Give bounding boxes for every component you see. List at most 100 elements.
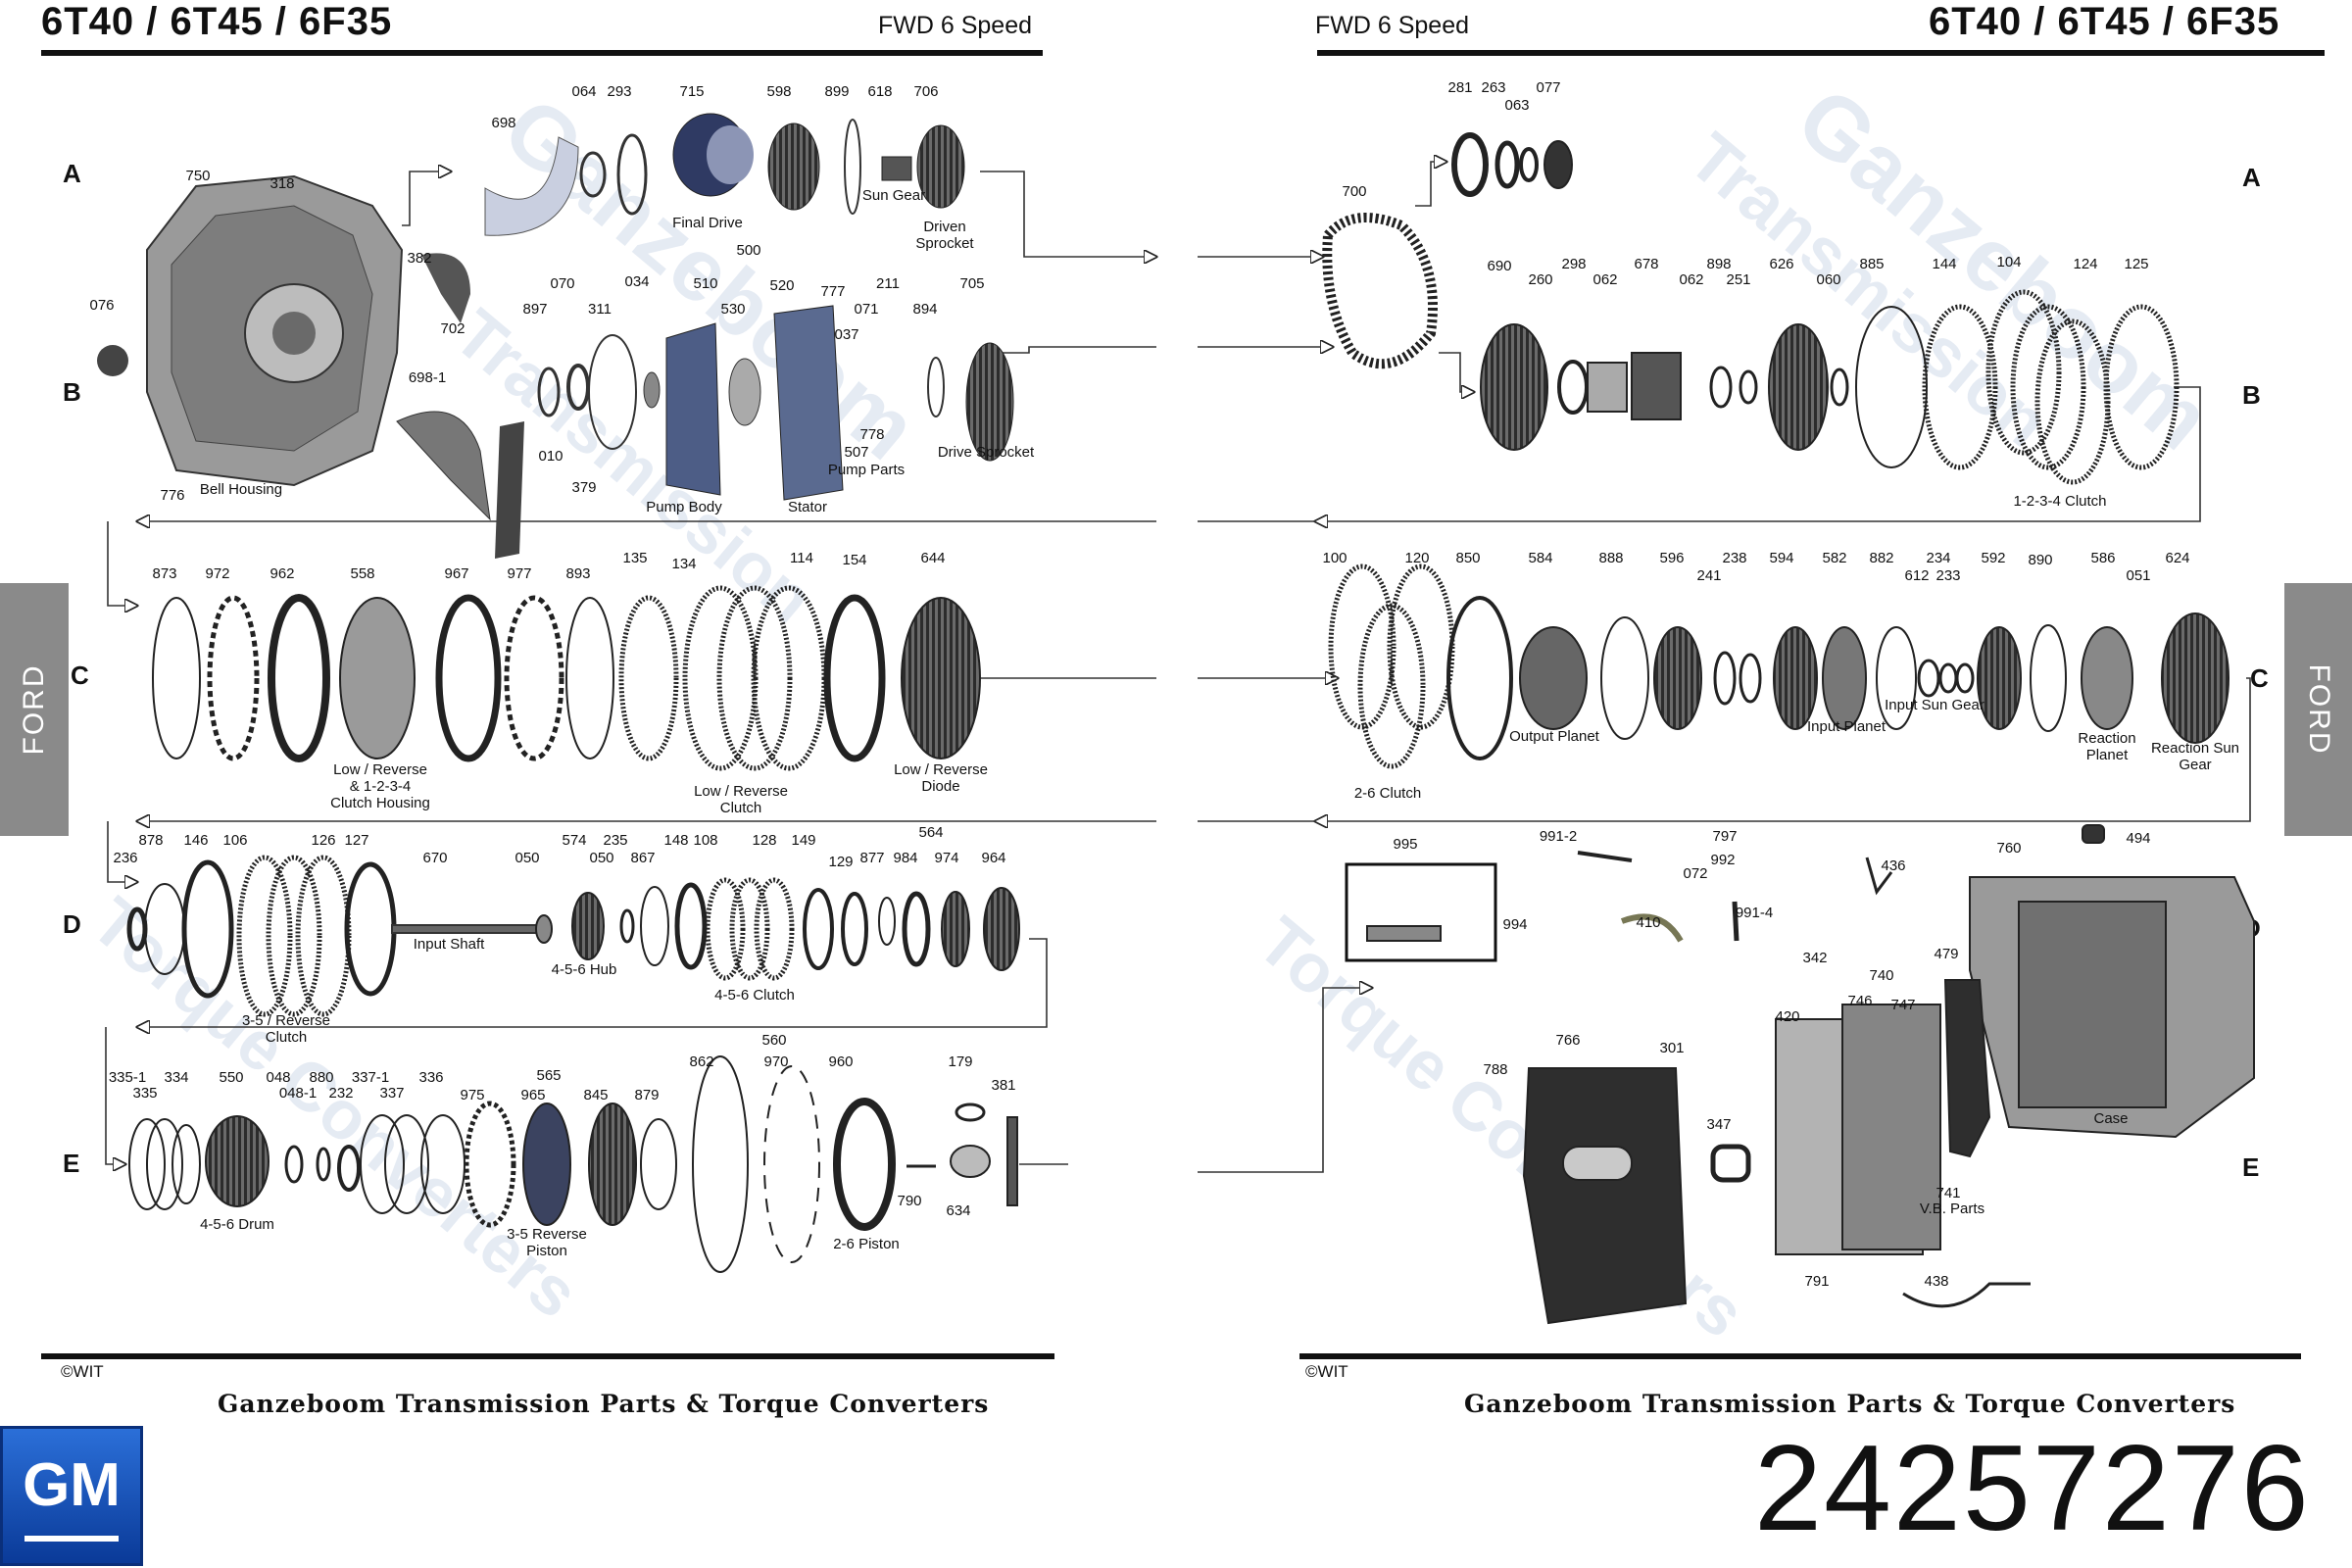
part-callout-064: 064 xyxy=(571,83,596,100)
part-callout-100: 100 xyxy=(1322,550,1347,566)
row-label-a-right: A xyxy=(2242,163,2261,192)
part-callout-845: 845 xyxy=(583,1087,608,1103)
part-callout-179: 179 xyxy=(948,1054,972,1070)
part-callout-114: 114 xyxy=(790,550,813,566)
part-callout-149: 149 xyxy=(791,832,815,849)
part-callout-596: 596 xyxy=(1659,550,1684,566)
part-label-v-b-parts: V.B. Parts xyxy=(1920,1200,1984,1217)
row-a-b-right-parts xyxy=(1322,132,2180,485)
row-c-left-parts xyxy=(152,585,981,771)
part-callout-510: 510 xyxy=(693,275,717,292)
part-callout-234: 234 xyxy=(1926,550,1950,566)
part-callout-128: 128 xyxy=(752,832,776,849)
part-callout-778: 778 xyxy=(859,426,884,443)
part-callout-335-1: 335-1 xyxy=(109,1069,146,1086)
part-callout-741: 741 xyxy=(1936,1185,1960,1201)
part-label-input-sun-gear: Input Sun Gear xyxy=(1885,697,1984,713)
part-callout-076: 076 xyxy=(89,297,114,314)
part-callout-797: 797 xyxy=(1712,828,1737,845)
part-callout-972: 972 xyxy=(205,565,229,582)
right-footer-company: Ganzeboom Transmission Parts & Torque Co… xyxy=(1464,1390,2236,1418)
part-callout-077: 077 xyxy=(1536,79,1560,96)
part-callout-705: 705 xyxy=(959,275,984,292)
part-label-4-5-6-hub: 4-5-6 Hub xyxy=(552,961,617,978)
part-label-bell-housing: Bell Housing xyxy=(200,481,282,498)
part-callout-347: 347 xyxy=(1706,1116,1731,1133)
part-callout-879: 879 xyxy=(634,1087,659,1103)
gm-logo-text: GM xyxy=(23,1451,121,1519)
row-label-c-left: C xyxy=(71,661,89,690)
part-callout-337: 337 xyxy=(379,1085,404,1102)
part-callout-747: 747 xyxy=(1890,997,1915,1013)
part-label-stator: Stator xyxy=(788,499,827,515)
part-callout-760: 760 xyxy=(1996,840,2021,857)
part-callout-236: 236 xyxy=(113,850,137,866)
left-page-title: 6T40 / 6T45 / 6F35 xyxy=(41,0,393,43)
row-d-e-right-parts xyxy=(1345,824,2255,1325)
part-label-4-5-6-drum: 4-5-6 Drum xyxy=(200,1216,274,1233)
part-callout-777: 777 xyxy=(820,283,845,300)
flow-lines-left xyxy=(105,172,1156,1164)
part-callout-211: 211 xyxy=(876,275,900,292)
part-label-sun-gear: Sun Gear xyxy=(862,187,925,204)
part-callout-071: 071 xyxy=(854,301,878,318)
part-callout-893: 893 xyxy=(565,565,590,582)
part-callout-232: 232 xyxy=(328,1085,353,1102)
part-callout-379: 379 xyxy=(571,479,596,496)
part-callout-438: 438 xyxy=(1924,1273,1948,1290)
part-callout-134: 134 xyxy=(671,556,696,572)
part-callout-235: 235 xyxy=(603,832,627,849)
part-callout-991-4: 991-4 xyxy=(1736,905,1773,921)
part-callout-584: 584 xyxy=(1528,550,1552,566)
part-698-shield xyxy=(484,136,579,236)
part-callout-960: 960 xyxy=(828,1054,853,1070)
part-callout-582: 582 xyxy=(1822,550,1846,566)
part-callout-880: 880 xyxy=(309,1069,333,1086)
part-callout-878: 878 xyxy=(138,832,163,849)
row-label-e-left: E xyxy=(63,1149,80,1178)
part-label-2-6-clutch: 2-6 Clutch xyxy=(1354,785,1421,802)
final-drive-group xyxy=(579,113,965,216)
part-callout-263: 263 xyxy=(1481,79,1505,96)
gm-logo: GM xyxy=(0,1426,143,1566)
part-callout-010: 010 xyxy=(538,448,563,465)
part-label-pump-parts: Pump Parts xyxy=(828,462,905,478)
part-callout-700: 700 xyxy=(1342,183,1366,200)
part-callout-991-2: 991-2 xyxy=(1540,828,1577,845)
left-copyright: ©WIT xyxy=(61,1362,104,1381)
part-callout-890: 890 xyxy=(2028,552,2052,568)
part-callout-565: 565 xyxy=(536,1067,561,1084)
part-callout-106: 106 xyxy=(222,832,247,849)
part-callout-706: 706 xyxy=(913,83,938,100)
left-footer-company: Ganzeboom Transmission Parts & Torque Co… xyxy=(218,1390,990,1418)
part-callout-698-1: 698-1 xyxy=(409,369,446,386)
part-callout-410: 410 xyxy=(1636,914,1660,931)
right-copyright: ©WIT xyxy=(1305,1362,1348,1381)
part-callout-251: 251 xyxy=(1726,271,1750,288)
part-callout-500: 500 xyxy=(736,242,760,259)
part-callout-977: 977 xyxy=(507,565,531,582)
part-callout-530: 530 xyxy=(720,301,745,318)
part-callout-994: 994 xyxy=(1502,916,1527,933)
part-callout-048: 048 xyxy=(266,1069,290,1086)
part-callout-898: 898 xyxy=(1706,256,1731,272)
gm-logo-underline xyxy=(24,1536,119,1542)
left-header-rule xyxy=(41,50,1043,56)
part-callout-260: 260 xyxy=(1528,271,1552,288)
part-label-drive-sprocket: Drive Sprocket xyxy=(938,444,1035,461)
part-callout-598: 598 xyxy=(766,83,791,100)
part-callout-342: 342 xyxy=(1802,950,1827,966)
pump-stator-group xyxy=(396,253,1014,559)
side-tab-right: FORD xyxy=(2284,583,2352,836)
part-callout-974: 974 xyxy=(934,850,958,866)
part-callout-899: 899 xyxy=(824,83,849,100)
part-callout-062: 062 xyxy=(1592,271,1617,288)
